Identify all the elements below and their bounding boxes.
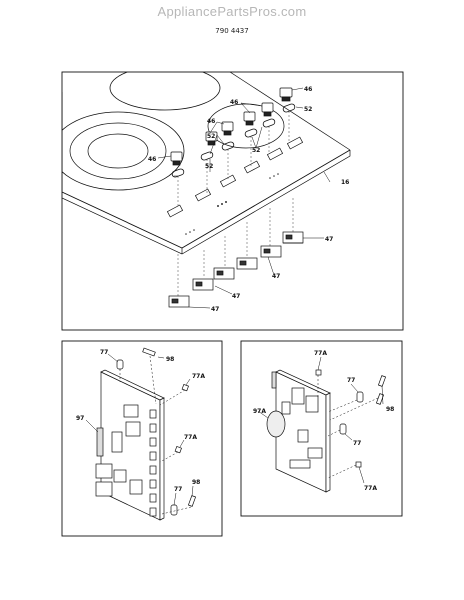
label-98: 98 — [386, 406, 394, 413]
connector-97 — [96, 427, 104, 457]
knob-46-right — [279, 87, 293, 102]
label-52: 52 — [207, 133, 215, 140]
label-46: 46 — [207, 118, 215, 125]
standoff-77 — [116, 359, 124, 370]
knob-46-mid — [243, 111, 256, 126]
burner-rear — [109, 72, 221, 111]
control-board-left — [95, 369, 165, 521]
label-46: 46 — [230, 99, 238, 106]
knob-46-left1 — [205, 131, 218, 146]
label-97: 97 — [76, 415, 84, 422]
switch-47-e — [192, 278, 214, 291]
cooktop-panel-frame — [61, 71, 404, 331]
switch-47-f — [168, 295, 190, 308]
burner-large — [62, 111, 185, 191]
label-47: 47 — [272, 273, 280, 280]
label-47: 47 — [325, 236, 333, 243]
label-77: 77 — [347, 377, 355, 384]
cooktop-glass — [62, 72, 351, 255]
label-52: 52 — [304, 106, 312, 113]
control-board-right — [266, 369, 331, 493]
site-watermark: AppliancePartsPros.com — [157, 4, 307, 19]
label-98: 98 — [166, 356, 174, 363]
standoff-77b — [170, 504, 178, 516]
screw-98b — [187, 495, 197, 507]
knob-46-left2 — [170, 151, 183, 166]
label-46: 46 — [304, 86, 312, 93]
switch-47-a — [282, 231, 304, 244]
label-47: 47 — [232, 293, 240, 300]
label-47: 47 — [211, 306, 219, 313]
ring-group — [171, 103, 296, 178]
label-46: 46 — [148, 156, 156, 163]
label-77a: 77A — [314, 350, 327, 357]
label-52: 52 — [205, 163, 213, 170]
switch-47-c — [236, 257, 258, 270]
knob-group — [170, 87, 293, 166]
knob-46-midleft — [221, 121, 234, 136]
switch-group — [168, 231, 304, 308]
leader-lines-top — [157, 87, 331, 309]
label-77a: 77A — [184, 434, 197, 441]
switch-47-b — [260, 245, 282, 258]
label-97a: 97A — [253, 408, 266, 415]
component-97a — [266, 410, 286, 438]
label-98: 98 — [192, 479, 200, 486]
right-hardware — [315, 369, 387, 468]
burner-right — [207, 103, 285, 149]
label-77a: 77A — [364, 485, 377, 492]
label-16: 16 — [341, 179, 349, 186]
right-board-panel-frame — [240, 340, 403, 517]
knob-46-center — [261, 102, 274, 117]
label-77a: 77A — [192, 373, 205, 380]
screw-98 — [142, 347, 156, 357]
label-52: 52 — [252, 147, 260, 154]
label-77: 77 — [174, 486, 182, 493]
left-board-panel-frame — [61, 340, 223, 537]
switch-47-d — [213, 267, 235, 280]
label-77: 77 — [353, 440, 361, 447]
document-number: 790 4437 — [215, 27, 249, 35]
label-77: 77 — [100, 349, 108, 356]
